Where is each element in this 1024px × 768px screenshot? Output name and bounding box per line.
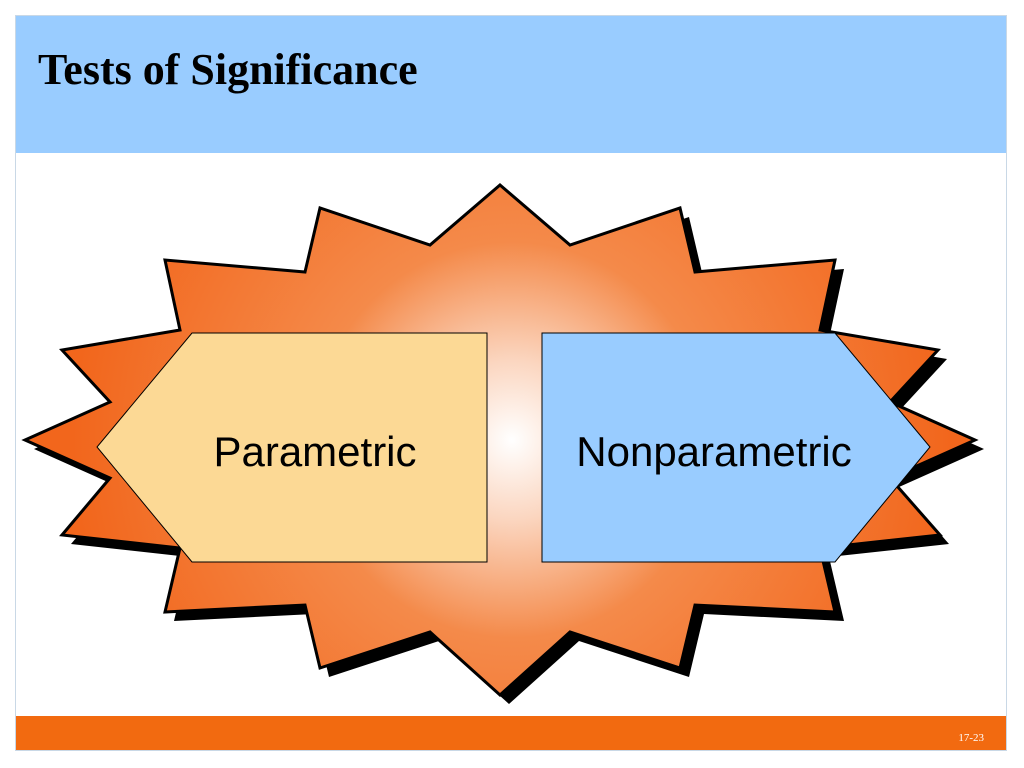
parametric-label: Parametric xyxy=(213,428,416,475)
slide-title: Tests of Significance xyxy=(38,45,418,94)
nonparametric-label: Nonparametric xyxy=(576,428,851,475)
footer-bar: 17-23 xyxy=(16,716,1006,750)
title-bar: Tests of Significance xyxy=(16,16,1006,153)
page-number: 17-23 xyxy=(958,732,984,744)
starburst xyxy=(21,183,979,698)
nonparametric-box xyxy=(541,332,931,563)
parametric-box xyxy=(96,332,488,563)
